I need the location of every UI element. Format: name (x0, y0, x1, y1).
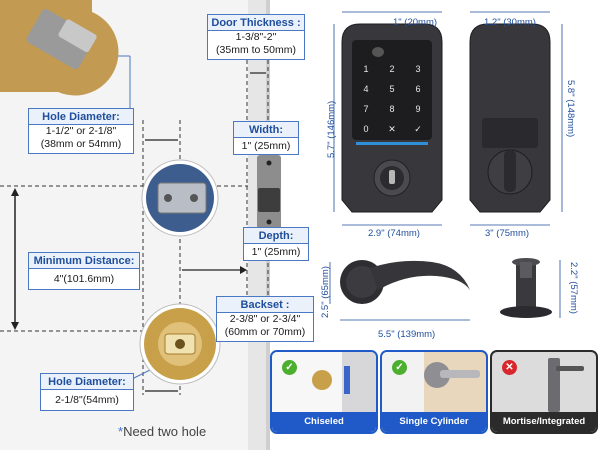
hole-diameter-top-title: Hole Diameter: (28, 108, 134, 125)
option-label: Chiseled (272, 412, 376, 432)
cross-icon: ✕ (502, 360, 517, 375)
keypad-key: 6 (415, 84, 420, 94)
front-base-label: 2.9" (74mm) (368, 228, 420, 239)
option-card-single-cylinder: ✓ Single Cylinder (380, 350, 488, 434)
note-text: Need two hole (123, 424, 207, 439)
chiseled-hole-icon (312, 370, 332, 390)
front-height-label: 5.7" (146mm) (326, 100, 337, 158)
lever-height-label: 2.5" (65mm) (320, 266, 331, 318)
backset-value: 2-3/8" or 2-3/4" (60mm or 70mm) (216, 312, 314, 342)
keypad-key: 9 (415, 104, 420, 114)
option-label: Single Cylinder (382, 412, 486, 432)
keypad-key: ✓ (414, 124, 422, 134)
backset-line1: 2-3/8" or 2-3/4" (229, 313, 301, 325)
rear-width-label: 1.2" (30mm) (484, 17, 536, 28)
door-thickness-title: Door Thickness : (207, 14, 305, 31)
lever-length-label: 5.5" (139mm) (378, 329, 436, 340)
width-title: Width: (233, 121, 299, 138)
keypad-key: 2 (389, 64, 394, 74)
mortise-lever-icon (556, 366, 584, 371)
keypad-key: 1 (363, 64, 368, 74)
option-card-chiseled: ✓ Chiseled (270, 350, 378, 434)
rear-height-label: 5.8" (148mm) (565, 80, 576, 138)
door-thickness-value: 1-3/8"-2" (35mm to 50mm) (207, 30, 305, 60)
keypad-key: ✕ (388, 124, 396, 134)
check-icon: ✓ (282, 360, 297, 375)
depth-value: 1" (25mm) (243, 243, 309, 261)
keypad-key: 0 (363, 124, 368, 134)
strike-icon (344, 366, 350, 394)
hole-diameter-bottom-value: 2-1/8"(54mm) (40, 389, 134, 411)
key-icon (440, 370, 480, 378)
door-thickness-line1: 1-3/8"-2" (235, 31, 277, 43)
keypad-key: 3 (415, 64, 420, 74)
cylinder-height-label: 2.2" (57mm) (568, 262, 579, 314)
hole-diameter-top-line2: (38mm or 54mm) (40, 138, 122, 150)
minimum-distance-title: Minimum Distance: (28, 252, 140, 269)
hole-diameter-bottom-title: Hole Diameter: (40, 373, 134, 390)
hole-diameter-top-line1: 1-1/2" or 2-1/8" (45, 125, 117, 137)
lever-handle (370, 260, 470, 290)
front-width-label: 1" (20mm) (393, 17, 438, 28)
check-icon: ✓ (392, 360, 407, 375)
option-card-mortise: ✕ Mortise/Integrated (490, 350, 598, 434)
keypad-key: 8 (389, 104, 394, 114)
option-label: Mortise/Integrated (492, 412, 596, 432)
width-value: 1" (25mm) (233, 137, 299, 155)
backset-line2: (60mm or 70mm) (224, 326, 306, 338)
keypad-key: 5 (389, 84, 394, 94)
rear-base-label: 3" (75mm) (485, 228, 530, 239)
latch-plate (157, 182, 207, 214)
note-asterisk: * (118, 424, 124, 439)
door-thickness-line2: (35mm to 50mm) (216, 44, 296, 56)
note: *Need two hole (118, 424, 206, 439)
backset-title: Backset : (216, 296, 314, 313)
keypad: 1 2 3 4 5 6 7 8 9 0 ✕ ✓ (363, 64, 421, 134)
product-views: 1 2 3 4 5 6 7 8 9 0 ✕ ✓ (329, 11, 563, 321)
keypad-key: 4 (363, 84, 368, 94)
mortise-plate-icon (548, 358, 560, 412)
depth-title: Depth: (243, 227, 309, 244)
hole-diameter-top-value: 1-1/2" or 2-1/8" (38mm or 54mm) (28, 124, 134, 154)
minimum-distance-value: 4"(101.6mm) (28, 268, 140, 290)
keypad-key: 7 (363, 104, 368, 114)
